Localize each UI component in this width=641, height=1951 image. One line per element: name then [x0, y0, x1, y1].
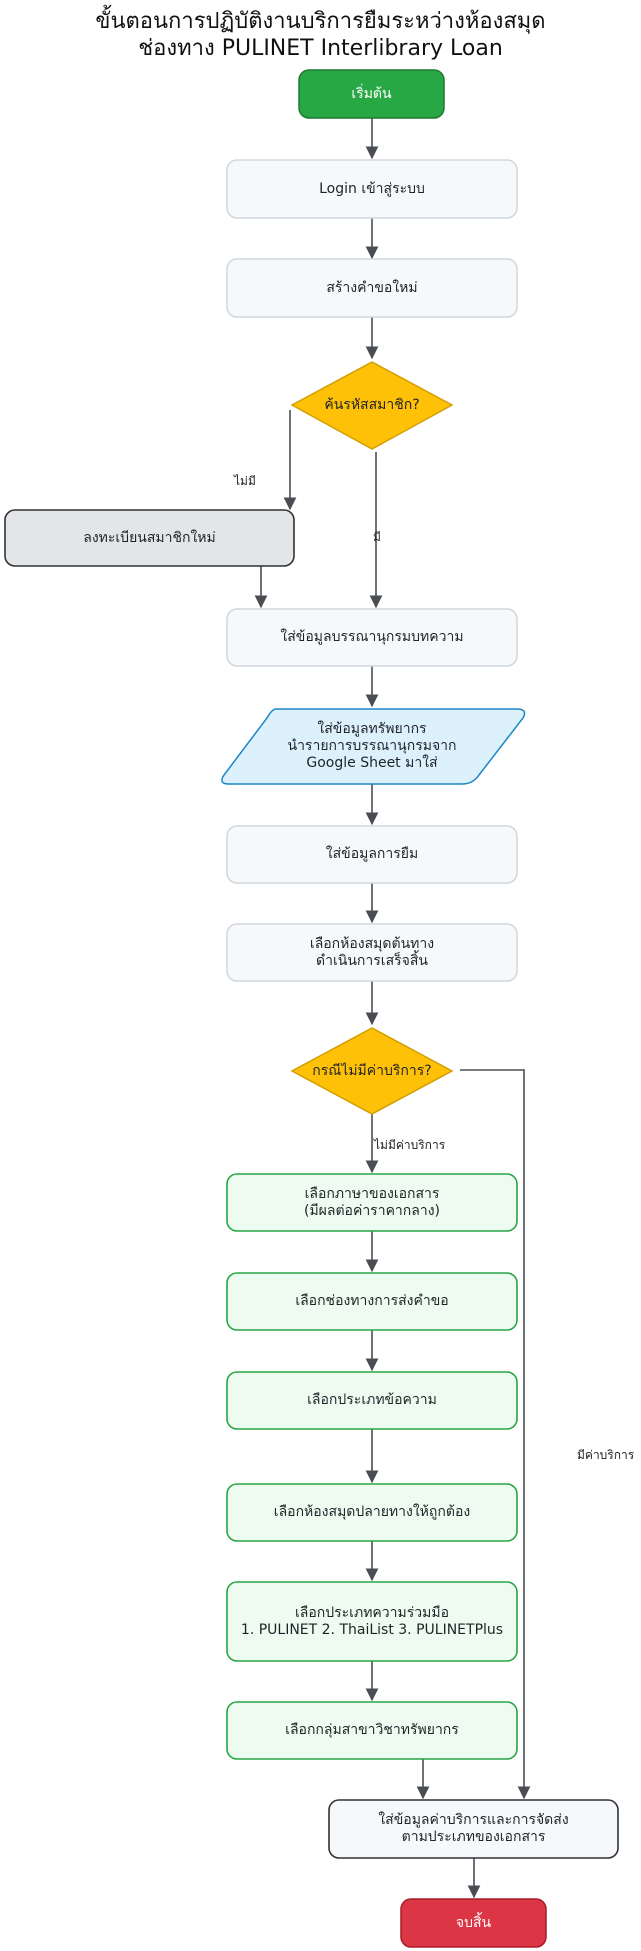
delivery-channel-node-shape — [226, 1272, 518, 1331]
resource-info-node: ใส่ข้อมูลทรัพยากร นำรายการบรรณานุกรมจาก … — [287, 721, 457, 771]
register-member-node: ลงทะเบียนสมาชิกใหม่ — [83, 529, 216, 546]
dest-library-node-shape — [226, 1483, 518, 1542]
create-request-node: สร้างคำขอใหม่ — [326, 279, 418, 296]
message-type-node: เลือกประเภทข้อความ — [307, 1392, 437, 1408]
edge-label-no-fee: ไม่มีค่าบริการ — [374, 1138, 446, 1152]
resource-info-node-shape — [221, 708, 526, 785]
diagram-title-line-1: ขั้นตอนการปฏิบัติงานบริการยืมระหว่างห้อง… — [95, 9, 546, 34]
register-member-node-shape — [4, 509, 295, 567]
diagram-title-line-2: ช่องทาง PULINET Interlibrary Loan — [138, 36, 503, 61]
fee-decision-shape — [290, 1027, 454, 1115]
origin-library-node: เลือกห้องสมุดต้นทาง ดำเนินการเสร็จสิ้น — [309, 935, 435, 969]
login-node: Login เข้าสู่ระบบ — [319, 180, 425, 197]
cooperation-node-shape — [226, 1581, 518, 1662]
bib-info-node-shape — [226, 608, 518, 667]
search-member-decision: ค้นรหัสสมาชิก? — [324, 397, 420, 413]
subject-group-node-shape — [226, 1701, 518, 1760]
dest-library-node: เลือกห้องสมุดปลายทางให้ถูกต้อง — [273, 1504, 471, 1520]
message-type-node-shape — [226, 1371, 518, 1430]
loan-info-node: ใส่ข้อมูลการยืม — [325, 846, 419, 862]
edge-label-has-member: มี — [373, 530, 381, 544]
create-request-node-shape — [226, 258, 518, 318]
edge-label-no-member: ไม่มี — [234, 474, 256, 488]
start-node-shape — [298, 69, 445, 119]
language-node: เลือกภาษาของเอกสาร (มีผลต่อค่าราคากลาง) — [303, 1185, 441, 1219]
start-node: เริ่มต้น — [351, 85, 392, 102]
fee-delivery-node-shape — [328, 1799, 619, 1859]
end-node: จบสิ้น — [455, 1914, 492, 1931]
cooperation-node: เลือกประเภทความร่วมมือ 1. PULINET 2. Tha… — [240, 1604, 504, 1638]
language-node-shape — [226, 1173, 518, 1232]
subject-group-node: เลือกกลุ่มสาขาวิชาทรัพยากร — [285, 1722, 459, 1738]
fee-delivery-node: ใส่ข้อมูลค่าบริการและการจัดส่ง ตามประเภท… — [378, 1812, 569, 1845]
fee-decision: กรณีไม่มีค่าบริการ? — [312, 1062, 432, 1079]
login-node-shape — [226, 159, 518, 219]
origin-library-node-shape — [226, 923, 518, 982]
delivery-channel-node: เลือกช่องทางการส่งคำขอ — [295, 1293, 449, 1309]
search-member-decision-shape — [290, 361, 454, 450]
bib-info-node: ใส่ข้อมูลบรรณานุกรมบทความ — [280, 629, 464, 645]
loan-info-node-shape — [226, 825, 518, 884]
edge-label-has-fee: มีค่าบริการ — [577, 1448, 635, 1462]
edge-fee-fee-delivery — [460, 1069, 531, 1800]
end-node-shape — [400, 1898, 547, 1948]
